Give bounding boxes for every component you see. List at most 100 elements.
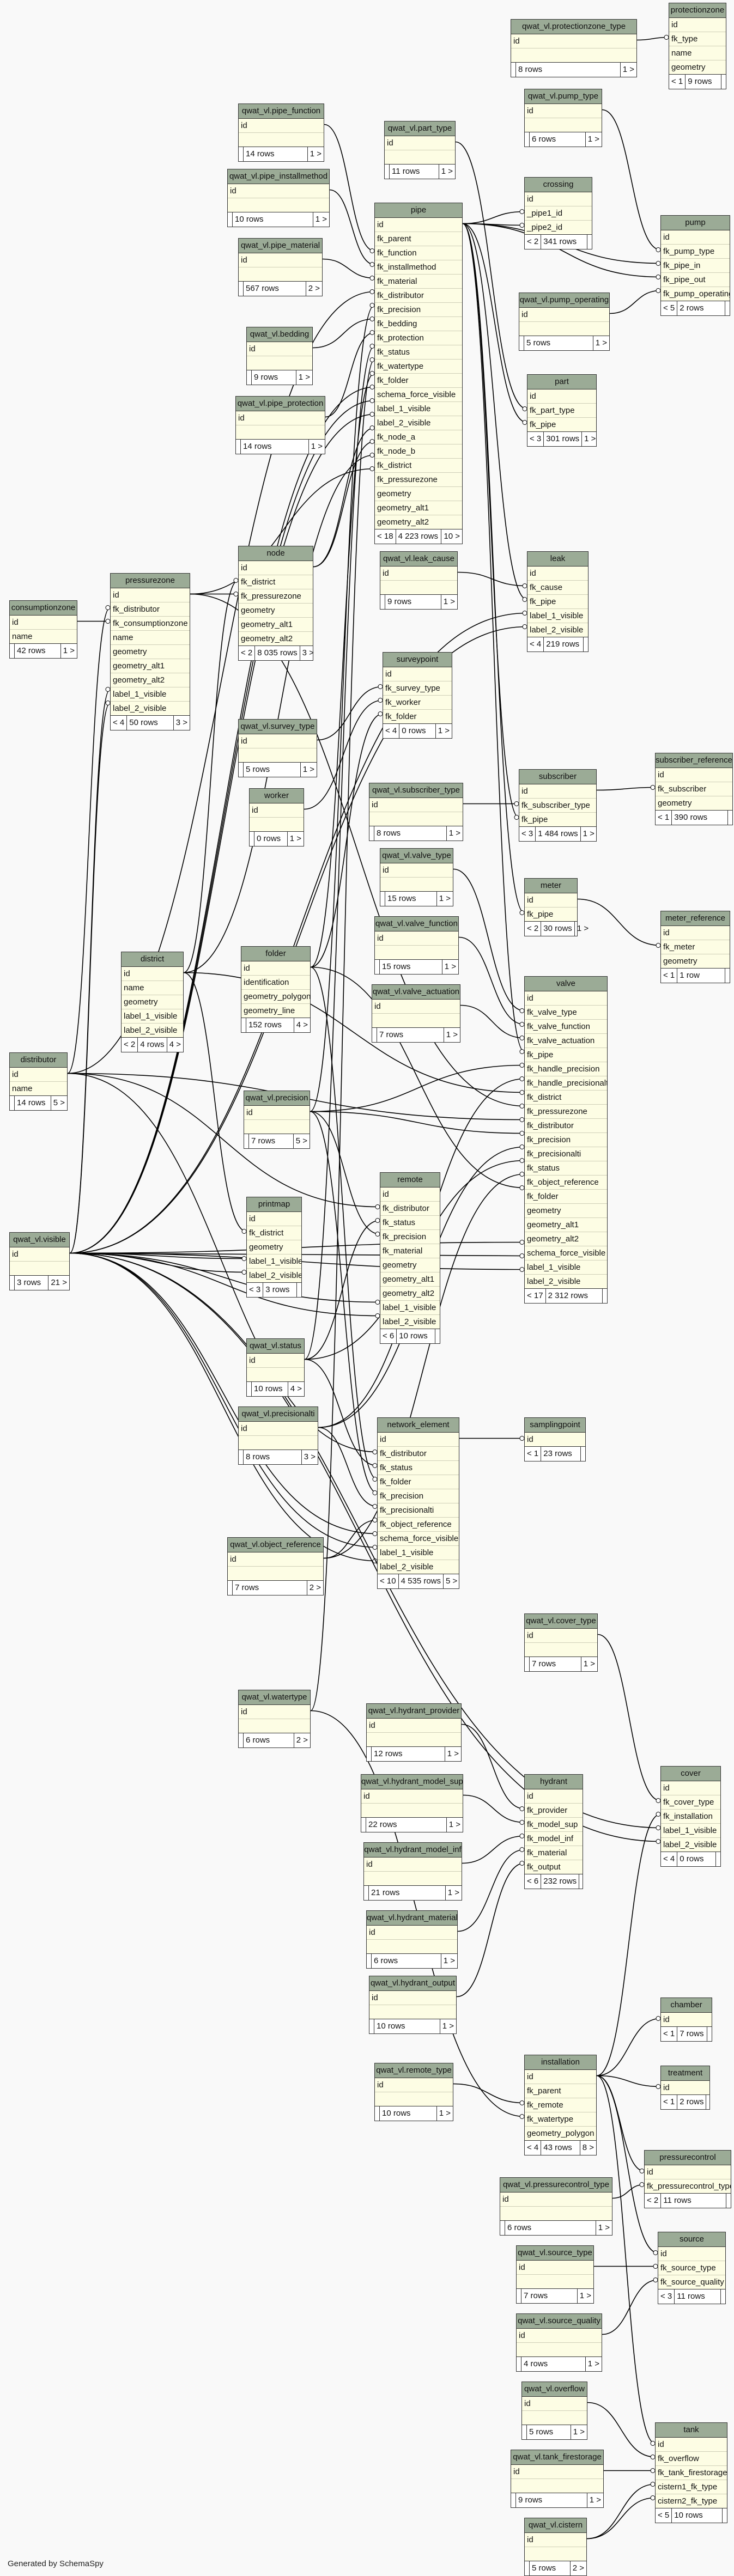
column-row[interactable]: [364, 1872, 462, 1885]
column-row[interactable]: fk_cause: [527, 581, 588, 595]
column-row[interactable]: id: [500, 2193, 612, 2207]
column-row[interactable]: schema_force_visible: [378, 1532, 459, 1546]
column-row[interactable]: fk_model_sup: [525, 1818, 583, 1832]
column-row[interactable]: [385, 150, 455, 164]
column-row[interactable]: [375, 946, 458, 959]
column-row[interactable]: geometry: [247, 1240, 301, 1254]
column-row[interactable]: id: [369, 1991, 456, 2005]
column-row[interactable]: geometry_line: [244, 1006, 295, 1015]
column-row[interactable]: schema_force_visible: [375, 388, 462, 402]
table-title[interactable]: qwat_vl.pressurecontrol_type: [500, 2178, 612, 2193]
table-title[interactable]: qwat_vl.leak_cause: [380, 552, 457, 567]
column-row[interactable]: id: [661, 2013, 712, 2026]
table-title[interactable]: meter_reference: [661, 911, 730, 926]
column-row[interactable]: id: [236, 411, 325, 425]
column-row[interactable]: fk_output: [527, 1862, 561, 1872]
table-title[interactable]: qwat_vl.visible: [10, 1233, 69, 1247]
column-row[interactable]: id: [369, 798, 463, 812]
column-row[interactable]: label_1_visible: [380, 1301, 440, 1315]
table-title[interactable]: qwat_vl.cover_type: [525, 1614, 597, 1629]
column-row[interactable]: label_1_visible: [378, 1546, 459, 1560]
column-row[interactable]: [367, 1733, 461, 1746]
column-row[interactable]: fk_pipe: [527, 910, 554, 919]
column-row[interactable]: fk_object_reference: [378, 1518, 459, 1532]
table-title[interactable]: subscriber_reference: [656, 753, 732, 768]
column-row[interactable]: id: [656, 2438, 727, 2452]
column-row[interactable]: id: [228, 184, 329, 198]
column-row[interactable]: id: [10, 1068, 67, 1082]
table-title[interactable]: network_element: [378, 1418, 459, 1433]
column-row[interactable]: [525, 118, 602, 132]
table-title[interactable]: qwat_vl.hydrant_provider: [367, 1704, 461, 1719]
column-row[interactable]: label_2_visible: [663, 1840, 717, 1849]
column-row[interactable]: id: [525, 1433, 585, 1446]
column-row[interactable]: fk_pipe: [525, 1048, 607, 1062]
column-row[interactable]: id: [525, 1629, 597, 1643]
column-row[interactable]: identification: [241, 976, 310, 990]
column-row[interactable]: id: [669, 18, 726, 32]
column-row[interactable]: geometry_alt2: [377, 517, 429, 527]
table-title[interactable]: source: [658, 2232, 725, 2247]
column-row[interactable]: [517, 2275, 593, 2288]
column-row[interactable]: label_2_visible: [249, 1271, 301, 1280]
table-title[interactable]: qwat_vl.source_type: [517, 2246, 593, 2261]
column-row[interactable]: fk_pump_operating: [663, 289, 730, 299]
column-row[interactable]: id: [656, 768, 732, 782]
column-row[interactable]: [500, 2207, 612, 2220]
column-row[interactable]: id: [367, 1719, 461, 1733]
table-title[interactable]: samplingpoint: [525, 1418, 585, 1433]
column-row[interactable]: fk_status: [380, 1216, 440, 1230]
column-row[interactable]: id: [239, 1422, 318, 1436]
column-row[interactable]: label_1_visible: [527, 609, 588, 623]
column-row[interactable]: [525, 1643, 597, 1657]
column-row[interactable]: id: [511, 34, 636, 48]
column-row[interactable]: [367, 1940, 457, 1953]
table-title[interactable]: qwat_vl.status: [247, 1339, 304, 1354]
column-row[interactable]: [239, 1719, 310, 1733]
column-row[interactable]: id: [111, 588, 190, 602]
column-row[interactable]: label_1_visible: [247, 1254, 301, 1269]
column-row[interactable]: geometry_alt1: [380, 1272, 440, 1287]
column-row[interactable]: fk_installation: [661, 1810, 720, 1824]
table-title[interactable]: qwat_vl.part_type: [385, 121, 455, 136]
column-row[interactable]: fk_district: [239, 575, 313, 589]
column-row[interactable]: geometry: [380, 1258, 440, 1272]
column-row[interactable]: id: [522, 2397, 587, 2411]
column-row[interactable]: [247, 356, 312, 370]
column-row[interactable]: fk_provider: [525, 1804, 583, 1818]
column-row[interactable]: label_2_visible: [380, 1562, 434, 1572]
column-row[interactable]: [228, 198, 329, 212]
table-title[interactable]: qwat_vl.pipe_protection: [236, 397, 325, 411]
column-row[interactable]: fk_status: [375, 345, 462, 360]
column-row[interactable]: fk_pressurecontrol_type: [647, 2182, 731, 2191]
table-title[interactable]: qwat_vl.hydrant_material: [367, 1911, 457, 1926]
column-row[interactable]: geometry_alt2: [380, 1287, 440, 1301]
column-row[interactable]: id: [511, 2465, 603, 2479]
column-row[interactable]: id: [525, 192, 592, 206]
column-row[interactable]: id: [244, 1106, 310, 1120]
column-row[interactable]: label_1_visible: [375, 402, 462, 416]
column-row[interactable]: geometry: [122, 995, 183, 1009]
table-title[interactable]: qwat_vl.hydrant_output: [369, 1976, 456, 1991]
column-row[interactable]: fk_source_type: [658, 2261, 725, 2275]
column-row[interactable]: fk_model_inf: [525, 1832, 583, 1846]
column-row[interactable]: id: [372, 1000, 460, 1014]
column-row[interactable]: id: [661, 1781, 720, 1795]
column-row[interactable]: fk_valve_type: [525, 1006, 607, 1020]
column-row[interactable]: id: [239, 253, 322, 267]
